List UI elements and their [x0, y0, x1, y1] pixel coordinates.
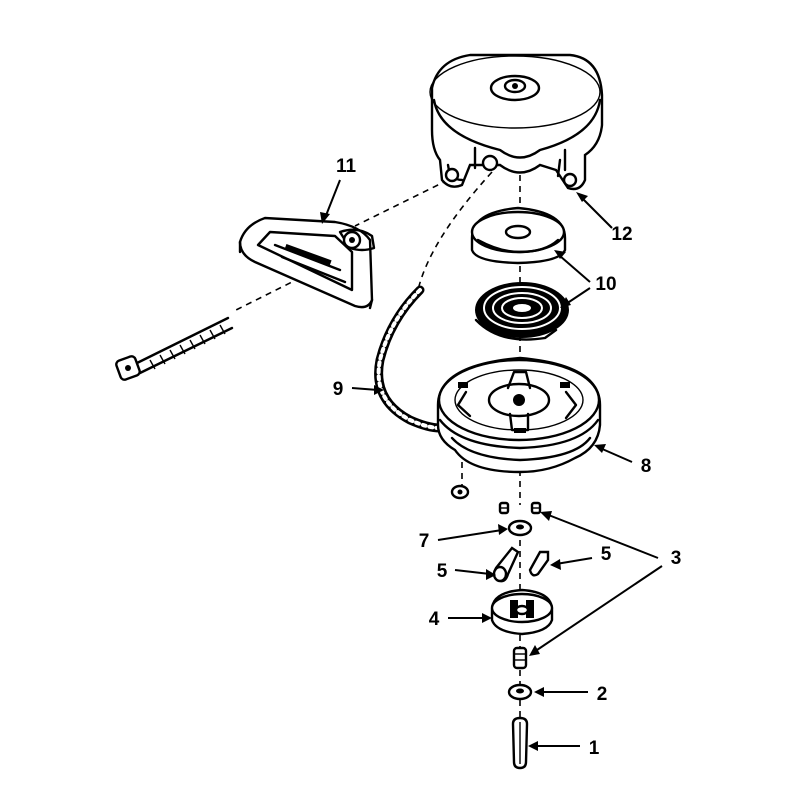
- washer-7: [507, 519, 533, 537]
- callout-1: 1: [589, 738, 600, 759]
- handle-bolt: [115, 316, 234, 381]
- starter-housing: [429, 53, 604, 191]
- callout-9: 9: [333, 379, 344, 400]
- starter-handle: [238, 216, 376, 310]
- callout-12: 12: [611, 224, 632, 245]
- pawl-right: [528, 550, 550, 577]
- callout-2: 2: [597, 684, 608, 705]
- recoil-spring: [474, 282, 569, 341]
- callout-8: 8: [641, 456, 652, 477]
- pawl-left: [492, 546, 520, 583]
- callout-4: 4: [429, 609, 440, 630]
- washer-2: [507, 683, 533, 701]
- starter-rope: [374, 285, 445, 433]
- center-pin: [511, 716, 529, 770]
- callout-10: 10: [595, 274, 616, 295]
- callout-3: 3: [671, 548, 682, 569]
- rope-pulley: [436, 356, 602, 474]
- leader-lines: [320, 179, 663, 751]
- pawl-retainer: [490, 588, 554, 636]
- callout-5-right: 5: [601, 544, 612, 565]
- callout-11: 11: [336, 156, 357, 177]
- rope-nut: [450, 484, 470, 500]
- callout-7: 7: [419, 531, 430, 552]
- spring-retainer-cup: [470, 206, 567, 265]
- callout-5-left: 5: [437, 561, 448, 582]
- callout-labels: 11 12 10 9 8 7 5 5 3 4 2 1: [333, 156, 682, 759]
- pawl-springs: [498, 501, 542, 670]
